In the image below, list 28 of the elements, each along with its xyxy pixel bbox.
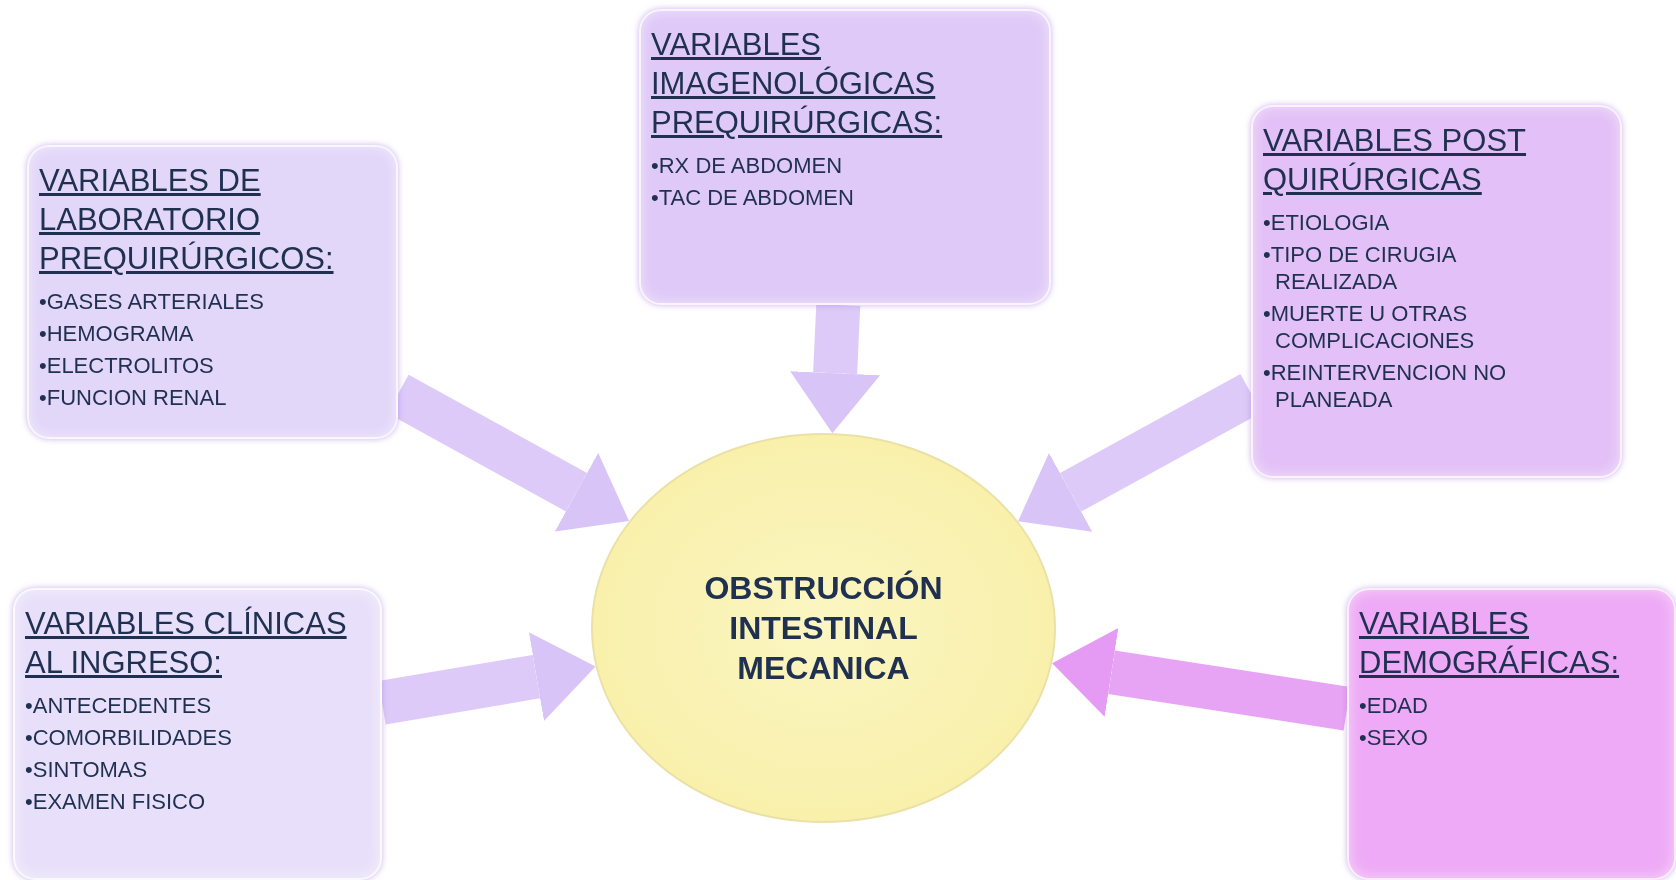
bullet-item: •ELECTROLITOS — [39, 352, 215, 379]
card-heading: VARIABLES DEMOGRÁFICAS: — [1359, 605, 1621, 682]
category-card — [1347, 588, 1676, 880]
bullet-item: •SEXO — [1359, 724, 1429, 751]
bullet-item: •RX DE ABDOMEN — [651, 152, 844, 179]
block-arrow — [790, 304, 881, 434]
bullet-item: •HEMOGRAMA — [39, 320, 195, 347]
bullet-item: •EDAD — [1359, 692, 1429, 719]
bullet-item: •COMORBILIDADES — [25, 724, 233, 751]
card-heading: VARIABLES DE LABORATORIO PREQUIRÚRGICOS: — [39, 162, 335, 278]
center-title: OBSTRUCCIÓN INTESTINAL MECANICA — [703, 569, 944, 688]
category-card — [27, 145, 398, 439]
category-card — [1251, 105, 1622, 478]
bullet-item: •MUERTE U OTRAS COMPLICACIONES — [1263, 300, 1476, 354]
card-heading: VARIABLES IMAGENOLÓGICAS PREQUIRÚRGICAS: — [651, 26, 944, 142]
bullet-item: •SINTOMAS — [25, 756, 149, 783]
category-card — [639, 9, 1051, 305]
bullet-item: •FUNCION RENAL — [39, 384, 228, 411]
bullet-item: •GASES ARTERIALES — [39, 288, 265, 315]
category-card — [13, 588, 382, 880]
bullet-item: •ETIOLOGIA — [1263, 209, 1391, 236]
bullet-item: •TIPO DE CIRUGIA REALIZADA — [1263, 241, 1457, 295]
bullet-item: •REINTERVENCION NO PLANEADA — [1263, 359, 1508, 413]
bullet-item: •EXAMEN FISICO — [25, 788, 207, 815]
bullet-item: •TAC DE ABDOMEN — [651, 184, 855, 211]
card-heading: VARIABLES CLÍNICAS AL INGRESO: — [25, 605, 348, 682]
bullet-item: •ANTECEDENTES — [25, 692, 213, 719]
card-heading: VARIABLES POST QUIRÚRGICAS — [1263, 122, 1527, 199]
